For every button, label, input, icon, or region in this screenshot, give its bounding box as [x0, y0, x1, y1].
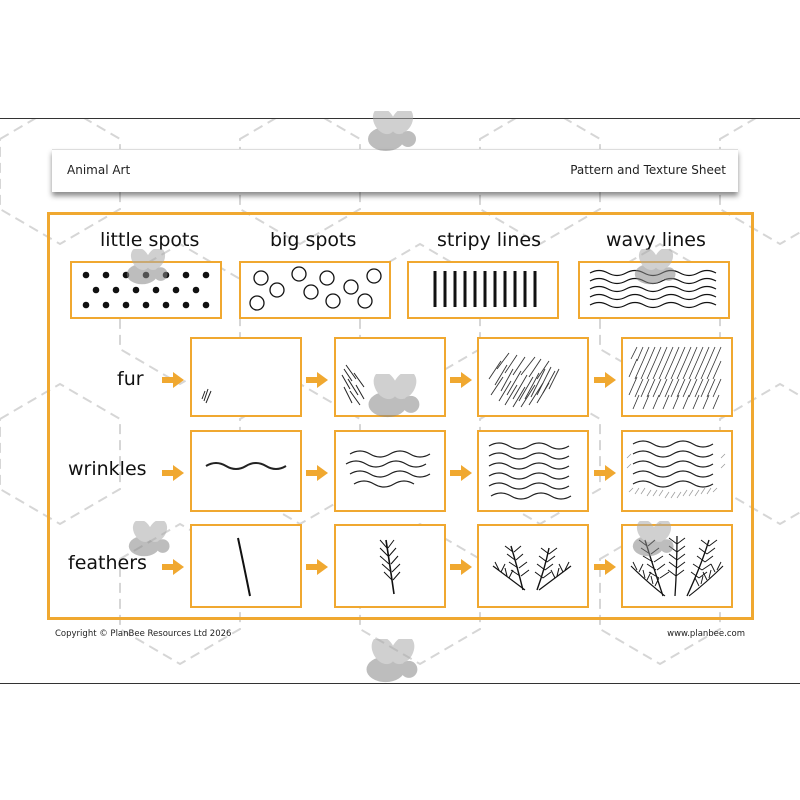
header-title-left: Animal Art	[67, 163, 131, 177]
big-spots-pattern	[249, 266, 382, 311]
fur-step-2-drawing	[341, 364, 365, 406]
row-label-fur: fur	[117, 368, 144, 390]
arrow-right-icon	[306, 372, 328, 388]
arrow-right-icon	[594, 559, 616, 575]
feathers-step-2-drawing	[379, 539, 401, 595]
bee-watermark-icon	[634, 249, 676, 285]
arrow-right-icon	[162, 372, 184, 388]
header-bar: Animal Art Pattern and Texture Sheet	[52, 149, 738, 192]
arrow-right-icon	[450, 559, 472, 575]
fur-step-4-box	[621, 337, 733, 417]
wrinkles-step-1-drawing	[205, 462, 287, 470]
footer-website: www.planbee.com	[667, 629, 745, 639]
pattern-label-little-spots: little spots	[100, 229, 200, 251]
feathers-step-3-drawing	[492, 545, 572, 591]
activity-frame: little spots big spots stripy lines wavy…	[47, 212, 754, 620]
bee-watermark-icon	[632, 521, 674, 557]
fur-step-1-drawing	[201, 388, 212, 404]
bee-watermark-icon	[126, 249, 168, 285]
stripy-lines-pattern	[433, 271, 537, 307]
pattern-box-big-spots	[239, 261, 391, 319]
pattern-label-stripy-lines: stripy lines	[437, 229, 541, 251]
fur-step-3-box	[477, 337, 589, 417]
arrow-right-icon	[306, 465, 328, 481]
arrow-right-icon	[594, 372, 616, 388]
row-label-wrinkles: wrinkles	[68, 458, 147, 480]
wrinkles-step-3-drawing	[488, 442, 572, 500]
bee-watermark-icon	[128, 521, 170, 557]
arrow-right-icon	[450, 465, 472, 481]
arrow-right-icon	[306, 559, 328, 575]
worksheet-page: Animal Art Pattern and Texture Sheet lit…	[0, 111, 800, 684]
fur-step-1-box	[190, 337, 302, 417]
feathers-step-3-box	[477, 524, 589, 608]
fur-step-4-drawing	[628, 346, 722, 410]
feathers-step-2-box	[334, 524, 446, 608]
wrinkles-step-4-drawing	[626, 440, 726, 499]
arrow-right-icon	[594, 465, 616, 481]
wrinkles-step-3-box	[477, 430, 589, 512]
feathers-step-1-box	[190, 524, 302, 608]
arrow-right-icon	[162, 559, 184, 575]
wrinkles-step-2-box	[334, 430, 446, 512]
header-title-right: Pattern and Texture Sheet	[570, 163, 726, 177]
feathers-step-1-drawing	[237, 537, 251, 597]
pattern-label-big-spots: big spots	[270, 229, 357, 251]
arrow-right-icon	[450, 372, 472, 388]
wrinkles-step-1-box	[190, 430, 302, 512]
footer-copyright: Copyright © PlanBee Resources Ltd 2026	[55, 629, 232, 639]
pattern-box-stripy-lines	[407, 261, 559, 319]
row-label-feathers: feathers	[68, 552, 147, 574]
wrinkles-step-4-box	[621, 430, 733, 512]
wrinkles-step-2-drawing	[345, 450, 431, 488]
bee-watermark-icon	[368, 374, 420, 418]
pattern-label-wavy-lines: wavy lines	[606, 229, 706, 251]
bee-watermark-icon	[368, 111, 416, 151]
arrow-right-icon	[162, 465, 184, 481]
bee-watermark-icon	[366, 639, 418, 683]
fur-step-3-drawing	[488, 352, 560, 408]
